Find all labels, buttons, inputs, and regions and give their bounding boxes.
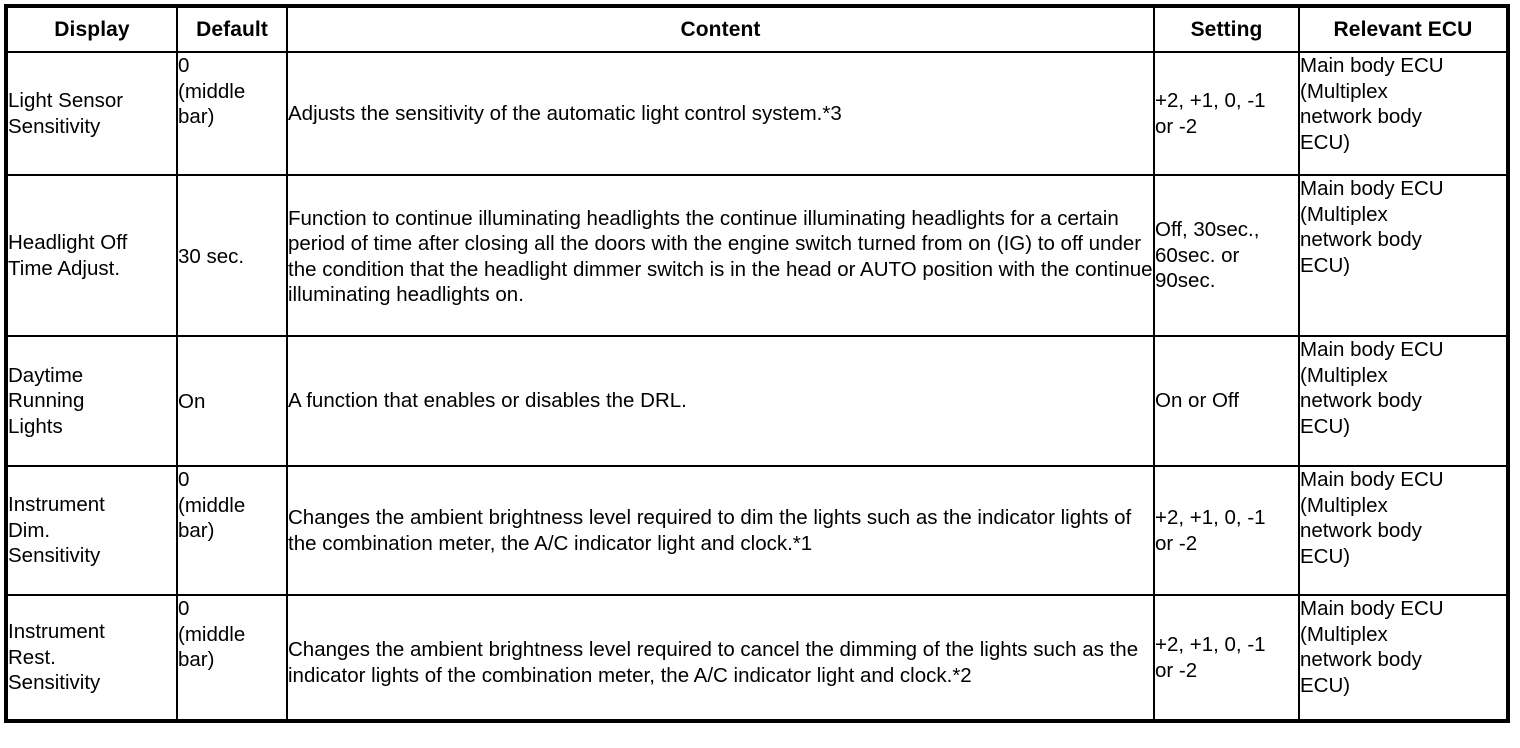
cell-setting-text: +2, +1, 0, -1 or -2 (1155, 506, 1266, 555)
cell-display-text: Instrument Dim. Sensitivity (8, 493, 105, 568)
table-header-row: Display Default Content Setting Relevant… (5, 5, 1509, 53)
cell-default: On (176, 335, 288, 467)
cell-relevant-ecu-text: Main body ECU (Multiplex network body EC… (1300, 338, 1444, 438)
table-row: Headlight Off Time Adjust. 30 sec. Funct… (5, 174, 1509, 337)
cell-content: A function that enables or disables the … (286, 335, 1155, 467)
cell-default: 0 (middle bar) (176, 51, 288, 176)
cell-default: 0 (middle bar) (176, 465, 288, 596)
cell-content: Changes the ambient brightness level req… (286, 594, 1155, 722)
cell-default-text: 0 (middle bar) (178, 54, 246, 128)
cell-display-text: Light Sensor Sensitivity (8, 89, 124, 138)
cell-setting-text: Off, 30sec., 60sec. or 90sec. (1155, 218, 1260, 293)
cell-content: Adjusts the sensitivity of the automatic… (286, 51, 1155, 176)
cell-display: Instrument Rest. Sensitivity (5, 594, 178, 722)
cell-relevant-ecu: Main body ECU (Multiplex network body EC… (1298, 465, 1509, 596)
cell-default-text: 0 (middle bar) (178, 468, 246, 542)
cell-content-text: Function to continue illuminating headli… (288, 206, 1153, 307)
cell-relevant-ecu: Main body ECU (Multiplex network body EC… (1298, 174, 1509, 337)
customize-settings-table: Display Default Content Setting Relevant… (4, 4, 1510, 723)
table-row: Instrument Dim. Sensitivity 0 (middle ba… (5, 465, 1509, 596)
cell-default: 0 (middle bar) (176, 594, 288, 722)
cell-display-text: Instrument Rest. Sensitivity (8, 620, 105, 695)
cell-display: Daytime Running Lights (5, 335, 178, 467)
cell-display-text: Headlight Off Time Adjust. (8, 231, 128, 280)
cell-content: Function to continue illuminating headli… (286, 174, 1155, 337)
column-header-setting: Setting (1153, 5, 1300, 53)
table-row: Instrument Rest. Sensitivity 0 (middle b… (5, 594, 1509, 722)
cell-setting: On or Off (1153, 335, 1300, 467)
cell-setting: +2, +1, 0, -1 or -2 (1153, 51, 1300, 176)
cell-relevant-ecu: Main body ECU (Multiplex network body EC… (1298, 335, 1509, 467)
cell-relevant-ecu: Main body ECU (Multiplex network body EC… (1298, 594, 1509, 722)
cell-relevant-ecu-text: Main body ECU (Multiplex network body EC… (1300, 468, 1444, 568)
cell-content-text: Adjusts the sensitivity of the automatic… (288, 101, 842, 125)
column-header-display: Display (5, 5, 178, 53)
cell-default-text: 0 (middle bar) (178, 597, 246, 671)
cell-default-text: On (178, 390, 206, 414)
table-header: Display Default Content Setting Relevant… (5, 5, 1509, 53)
column-header-relevant-ecu: Relevant ECU (1298, 5, 1509, 53)
cell-content-text: A function that enables or disables the … (288, 389, 687, 413)
cell-setting: +2, +1, 0, -1 or -2 (1153, 465, 1300, 596)
table-row: Daytime Running Lights On A function tha… (5, 335, 1509, 467)
cell-setting: Off, 30sec., 60sec. or 90sec. (1153, 174, 1300, 337)
cell-relevant-ecu-text: Main body ECU (Multiplex network body EC… (1300, 597, 1444, 697)
column-header-content: Content (286, 5, 1155, 53)
table-body: Light Sensor Sensitivity 0 (middle bar) … (5, 51, 1509, 722)
cell-setting-text: +2, +1, 0, -1 or -2 (1155, 89, 1266, 138)
cell-display: Light Sensor Sensitivity (5, 51, 178, 176)
column-header-default: Default (176, 5, 288, 53)
cell-setting-text: On or Off (1155, 389, 1239, 413)
cell-relevant-ecu-text: Main body ECU (Multiplex network body EC… (1300, 177, 1444, 277)
cell-content: Changes the ambient brightness level req… (286, 465, 1155, 596)
cell-relevant-ecu: Main body ECU (Multiplex network body EC… (1298, 51, 1509, 176)
cell-default: 30 sec. (176, 174, 288, 337)
cell-display-text: Daytime Running Lights (8, 363, 85, 438)
cell-content-text: Changes the ambient brightness level req… (288, 506, 1132, 555)
cell-default-text: 30 sec. (178, 244, 245, 268)
cell-setting-text: +2, +1, 0, -1 or -2 (1155, 633, 1266, 682)
cell-setting: +2, +1, 0, -1 or -2 (1153, 594, 1300, 722)
cell-display: Headlight Off Time Adjust. (5, 174, 178, 337)
cell-relevant-ecu-text: Main body ECU (Multiplex network body EC… (1300, 54, 1444, 154)
cell-display: Instrument Dim. Sensitivity (5, 465, 178, 596)
cell-content-text: Changes the ambient brightness level req… (288, 638, 1139, 687)
table-row: Light Sensor Sensitivity 0 (middle bar) … (5, 51, 1509, 176)
